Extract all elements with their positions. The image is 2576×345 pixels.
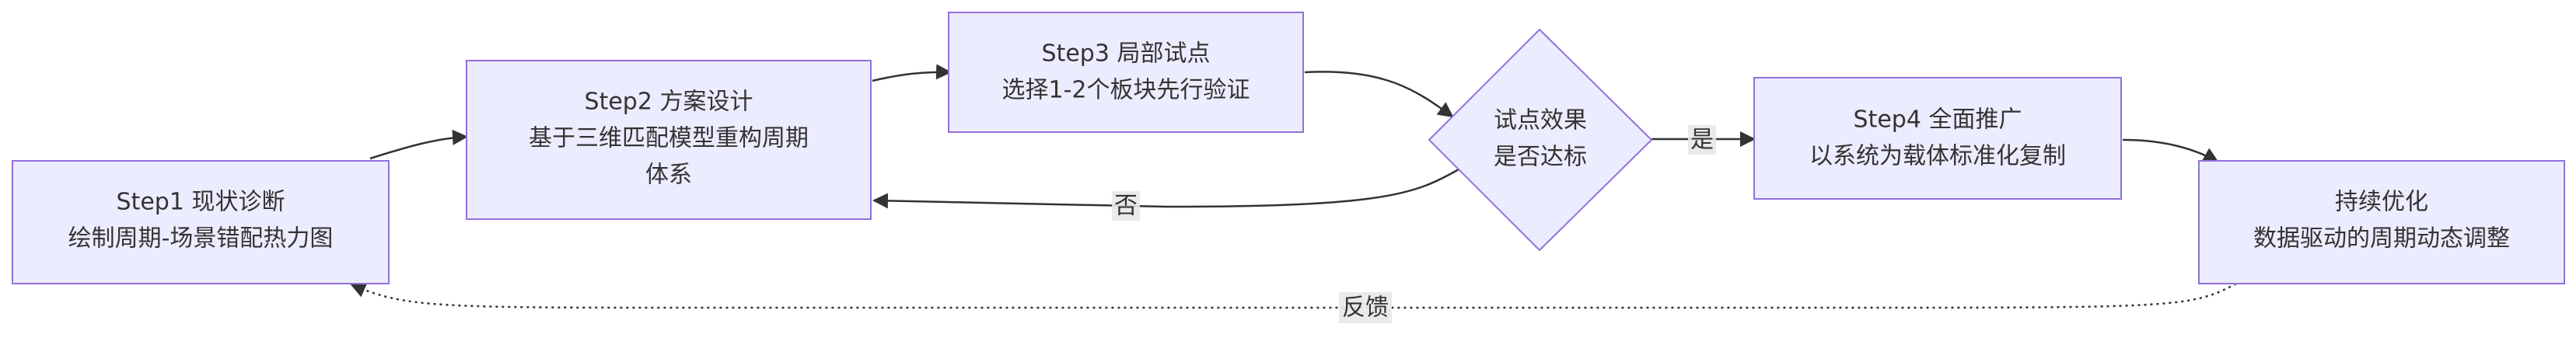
svg-text:基于三维匹配模型重构周期: 基于三维匹配模型重构周期 [529, 125, 809, 152]
svg-text:选择1-2个板块先行验证: 选择1-2个板块先行验证 [1002, 77, 1250, 104]
edge-step4-to-optimize [2122, 138, 2219, 163]
svg-text:是: 是 [1690, 127, 1714, 154]
edge-label-feedback: 反馈 [1339, 292, 1392, 323]
svg-text:否: 否 [1114, 193, 1138, 220]
node-step2: Step2 方案设计 基于三维匹配模型重构周期 体系 [466, 60, 872, 220]
edge-decision-to-step2 [872, 168, 1459, 209]
node-step3: Step3 局部试点 选择1-2个板块先行验证 [948, 12, 1304, 133]
edge-label-no: 否 [1112, 191, 1140, 221]
svg-text:持续优化: 持续优化 [2335, 189, 2428, 216]
node-decision: 试点效果 是否达标 [1428, 28, 1653, 252]
svg-text:以系统为载体标准化复制: 以系统为载体标准化复制 [1809, 143, 2066, 170]
svg-text:是否达标: 是否达标 [1494, 144, 1587, 171]
node-step1: Step1 现状诊断 绘制周期-场景错配热力图 [12, 160, 390, 284]
svg-text:绘制周期-场景错配热力图: 绘制周期-场景错配热力图 [68, 225, 334, 253]
node-step4: Step4 全面推广 以系统为载体标准化复制 [1753, 77, 2122, 200]
svg-text:Step2 方案设计: Step2 方案设计 [585, 89, 753, 116]
svg-text:Step4 全面推广: Step4 全面推广 [1854, 106, 2022, 134]
svg-text:Step3 局部试点: Step3 局部试点 [1042, 40, 1211, 68]
svg-text:试点效果: 试点效果 [1494, 107, 1587, 134]
edge-step3-to-decision [1304, 71, 1454, 118]
edge-label-yes: 是 [1688, 125, 1716, 155]
svg-text:体系: 体系 [645, 162, 692, 189]
edge-optimize-to-step1 [350, 282, 2237, 309]
edge-step1-to-step2 [369, 129, 468, 160]
svg-text:数据驱动的周期动态调整: 数据驱动的周期动态调整 [2253, 225, 2510, 253]
svg-text:Step1 现状诊断: Step1 现状诊断 [117, 189, 285, 216]
edge-step2-to-step3 [872, 64, 952, 82]
node-optimize: 持续优化 数据驱动的周期动态调整 [2198, 160, 2565, 284]
svg-text:反馈: 反馈 [1342, 294, 1389, 322]
